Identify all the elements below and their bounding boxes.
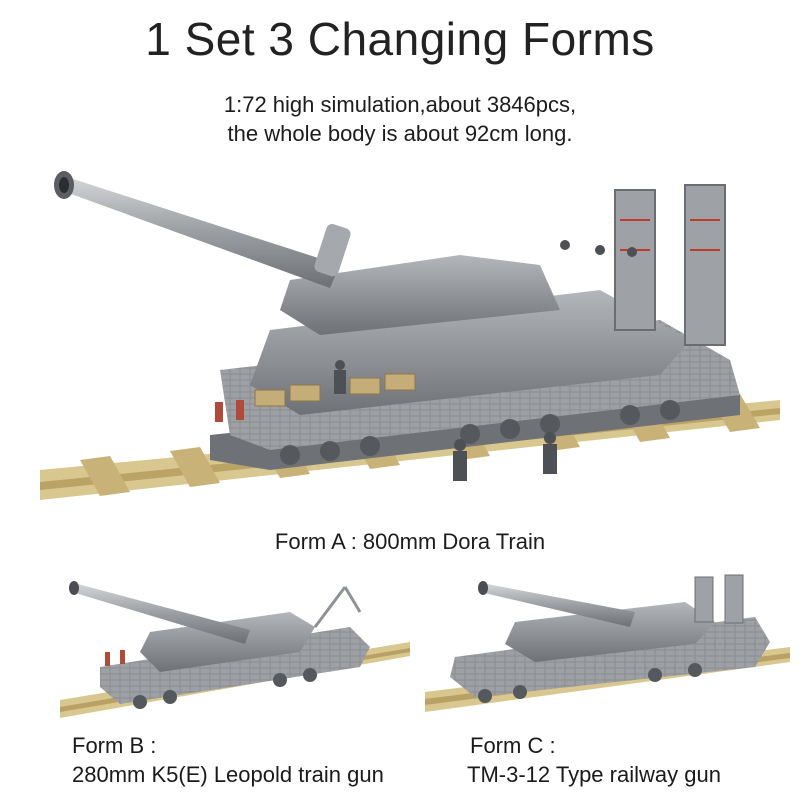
dora-train-image	[40, 171, 780, 500]
form-c-name: TM-3-12 Type railway gun	[467, 762, 721, 787]
tm-3-12-railway-gun-image	[425, 574, 790, 712]
form-c-label: Form C :	[470, 733, 556, 758]
form-b-name: 280mm K5(E) Leopold train gun	[72, 762, 384, 787]
subtitle-scale-line: 1:72 high simulation,about 3846pcs,	[223, 92, 577, 117]
k5-leopold-train-gun-image	[60, 581, 410, 718]
form-b-label: Form B :	[72, 733, 157, 758]
page-title: 1 Set 3 Changing Forms	[145, 13, 655, 65]
subtitle-length-line: the whole body is about 92cm long.	[227, 121, 573, 146]
form-a-caption: Form A : 800mm Dora Train	[274, 529, 546, 554]
